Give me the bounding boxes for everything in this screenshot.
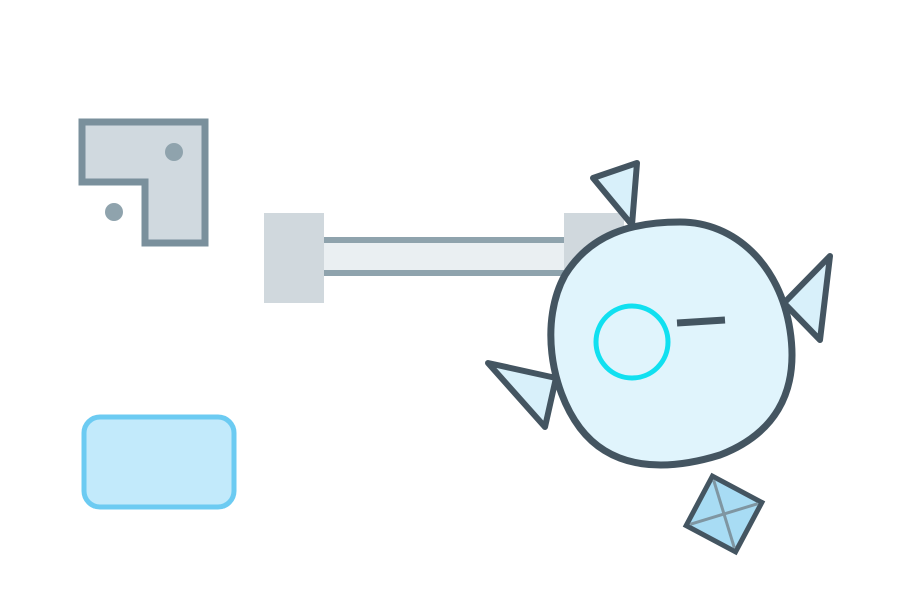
spawn-pad-icon[interactable]: [81, 414, 237, 510]
gate-bar: [315, 237, 573, 276]
player-body: [547, 218, 796, 469]
wall-rivet-bottom: [105, 203, 123, 221]
l-shaped-wall-icon: [78, 118, 209, 247]
player-direction-mark: [676, 316, 726, 327]
player-spike-left: [485, 360, 559, 430]
player-spike-top: [590, 160, 640, 228]
crate-cross-b: [689, 502, 759, 526]
player-spike-right: [781, 253, 833, 343]
gate-block-left: [264, 213, 324, 303]
spiky-blob-player-icon[interactable]: [485, 160, 833, 469]
crate-icon[interactable]: [682, 472, 766, 556]
wall-rivet-top: [165, 143, 183, 161]
aim-ring-icon: [593, 303, 671, 381]
